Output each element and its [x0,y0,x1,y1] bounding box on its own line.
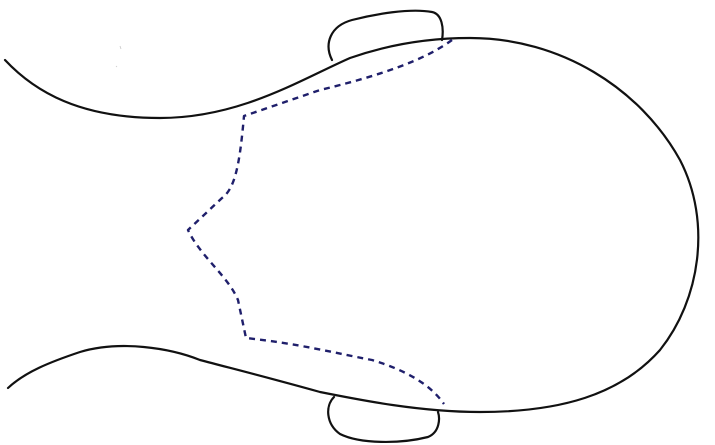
head-outline-path [3,36,700,414]
speck-mark [115,65,118,68]
speck-mark [119,45,122,50]
dashed-region-outline [186,39,453,405]
top-ear-shape [327,9,444,62]
scan-specks [115,45,122,68]
